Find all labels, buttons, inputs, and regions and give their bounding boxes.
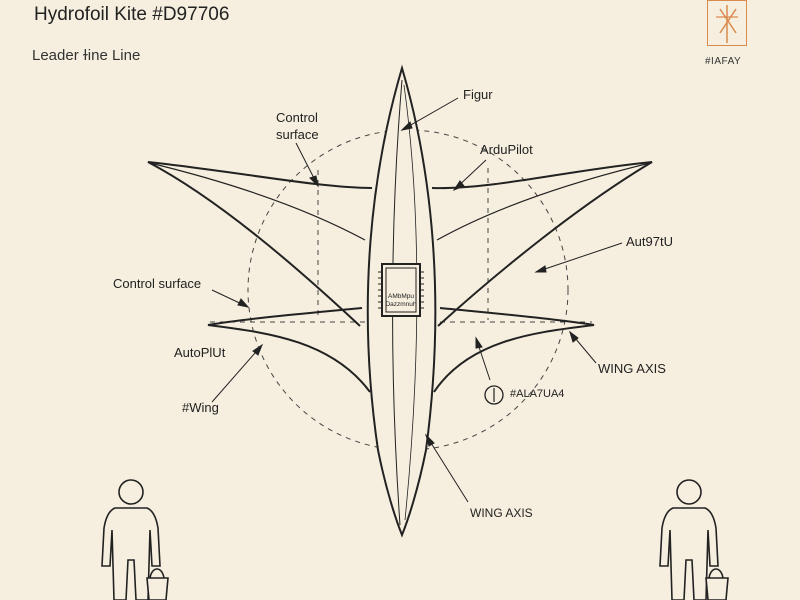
- leader-wing-bottom: [425, 434, 469, 503]
- chip-label-1: AMbMpu: [388, 293, 414, 300]
- leader-lines: [211, 97, 623, 503]
- autopilot-chip-inner: [385, 267, 417, 313]
- label-symbol-code: #ALA7UA4: [510, 388, 565, 400]
- label-control-top-1: Control: [276, 110, 318, 125]
- left-lower-wing: [207, 307, 371, 393]
- right-lower-wing: [433, 307, 595, 393]
- leader-auto-right: [535, 242, 623, 273]
- person-with-bucket-icon: [659, 479, 729, 600]
- right-upper-wing-inner: [436, 162, 651, 241]
- page-subtitle: Leader ɫine Line: [32, 47, 141, 64]
- label-wing-axis-right: WING AXIS: [598, 361, 666, 376]
- label-wing-axis-bottom: WING AXIS: [470, 506, 533, 520]
- kite-logo-glyph: [716, 5, 738, 43]
- page-title: Hydrofoil Kite #D97706: [34, 4, 230, 25]
- autopilot-chip: [381, 263, 421, 317]
- label-autopilot-left: AutoPlUt: [174, 345, 226, 360]
- label-wing-left: #Wing: [182, 400, 219, 415]
- chip-pins: [378, 271, 424, 309]
- person-with-bucket-icon: [101, 479, 169, 600]
- label-control-left: Control surface: [113, 276, 202, 291]
- right-upper-wing: [431, 161, 653, 327]
- label-figur: Figur: [463, 87, 493, 102]
- label-ardupilot: ArduPilot: [480, 142, 533, 157]
- left-upper-wing: [147, 161, 373, 327]
- symbol-circle: [484, 385, 504, 405]
- logo-caption: #IAFAY: [705, 56, 742, 67]
- label-auto-right: Aut97tU: [626, 234, 673, 249]
- label-control-top-2: surface: [276, 127, 319, 142]
- kite-logo-icon: [707, 0, 747, 46]
- left-upper-wing-inner: [149, 162, 366, 241]
- leader-autopilot-left: [211, 344, 263, 403]
- chip-label-2: Dazzmnuh: [385, 301, 416, 308]
